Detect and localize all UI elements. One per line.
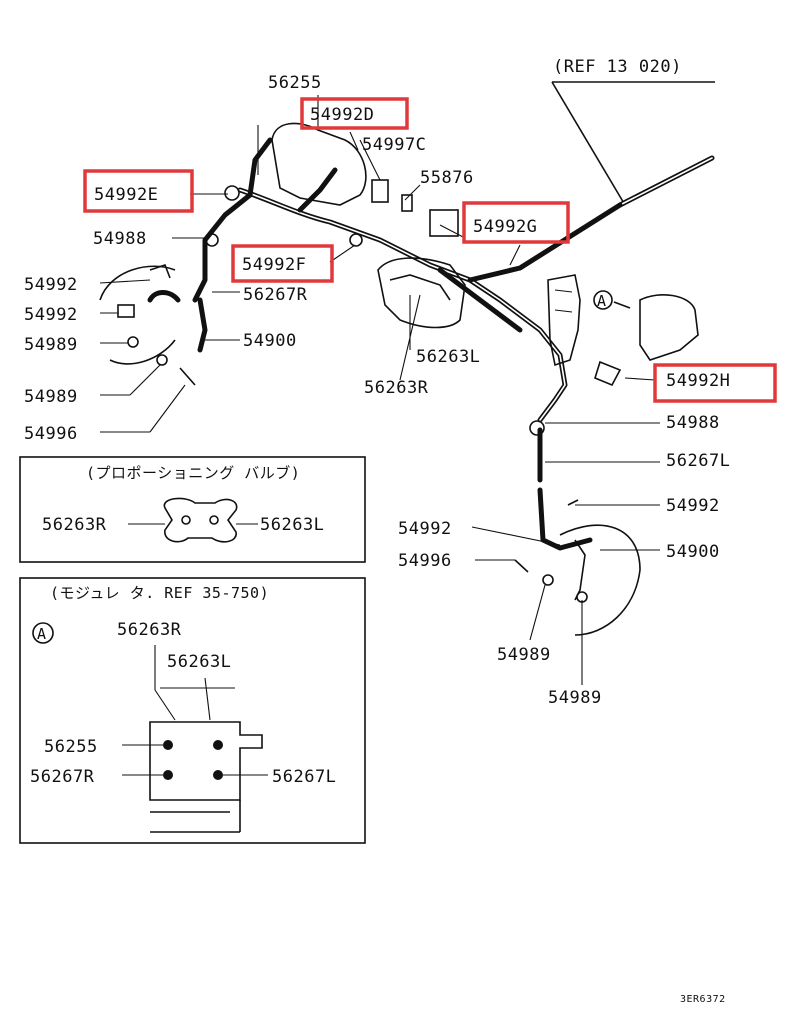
inset-mod-right-bottom: 56267L [272,767,336,787]
callout-labels: 56255 54992D 54997C 55876 54992E 54992G … [24,73,730,708]
label-54988-right: 54988 [666,413,720,433]
inset-valve-title: (プロポーショニング バルブ) [86,464,300,482]
label-54996-left: 54996 [24,424,78,444]
inset-mod-top-a: 56263R [117,620,182,640]
label-56267L: 56267L [666,451,730,471]
right-bracket [547,274,699,387]
highlight-54992H [653,363,777,403]
label-54989-c: 54989 [497,645,551,665]
label-54900-right: 54900 [666,542,720,562]
reservoir-outline [257,122,367,206]
label-54989-b: 54989 [24,387,78,407]
inset-valve-right: 56263L [260,515,324,535]
label-54997C: 54997C [362,135,426,155]
label-54989-d: 54989 [548,688,602,708]
label-54992-b: 54992 [24,305,78,325]
inset-proportioning-valve: (プロポーショニング バルブ) 56263R 56263L [19,456,366,563]
footer-code: 3ER6372 [680,994,726,1005]
left-hose [99,185,363,386]
label-56263L: 56263L [416,347,480,367]
highlight-boxes [83,97,777,403]
highlight-54992E [83,169,194,213]
svg-text:A: A [597,292,607,310]
inset-modulator-marker: A [37,625,47,643]
label-55876: 55876 [420,168,474,188]
label-56267R: 56267R [243,285,308,305]
label-54988-left: 54988 [93,229,147,249]
inset-valve-left: 56263R [42,515,107,535]
label-56263R: 56263R [364,378,429,398]
label-54996-right: 54996 [398,551,452,571]
label-54992-right: 54992 [666,496,720,516]
label-54900-left: 54900 [243,331,297,351]
inset-mod-top-b: 56263L [167,652,231,672]
highlight-54992F [231,244,334,283]
inset-modulator: (モジュレ タ. REF 35-750) A 56263R 56263L 562… [19,577,366,844]
label-54992D: 54992D [310,105,374,125]
marker-a: A [593,290,631,310]
leader-lines [99,95,660,685]
label-54992E: 54992E [94,185,158,205]
label-56255: 56255 [268,73,322,93]
label-54989-a: 54989 [24,335,78,355]
ref-label: (REF 13 020) [553,57,682,77]
label-54992H: 54992H [666,371,730,391]
label-54992-c: 54992 [398,519,452,539]
label-54992-a: 54992 [24,275,78,295]
label-54992F: 54992F [242,255,306,275]
ref-line: (REF 13 020) [551,57,715,206]
inset-mod-left-bottom: 56267R [30,767,95,787]
right-hose [514,420,641,636]
highlight-54992G [462,201,570,244]
inset-modulator-title: (モジュレ タ. REF 35-750) [50,584,269,602]
valve-assembly [371,179,466,329]
highlight-54992D [300,97,409,130]
inset-mod-left-top: 56255 [44,737,98,757]
label-54992G: 54992G [473,217,537,237]
